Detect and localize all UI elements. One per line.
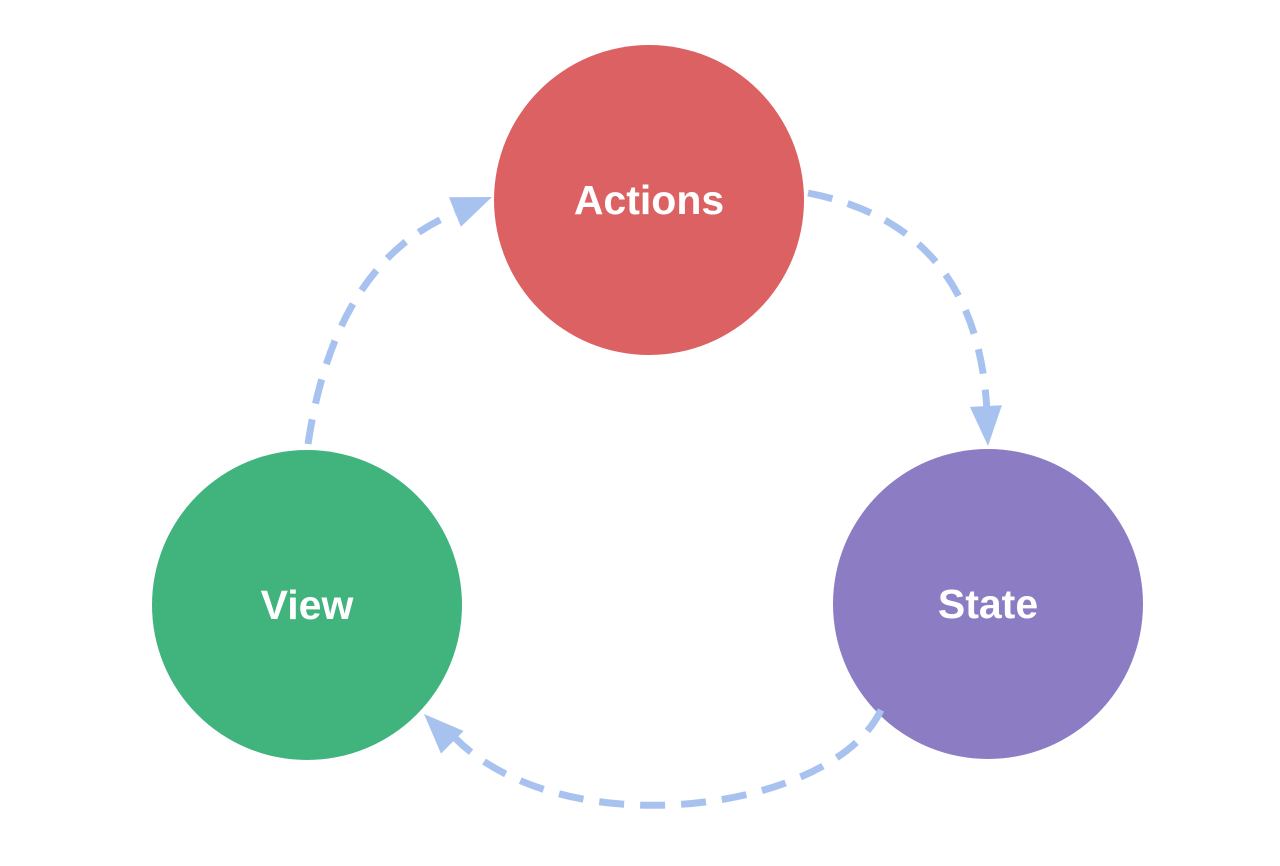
edge-view-to-actions-path [304, 209, 457, 445]
node-view: View [152, 450, 462, 760]
arrowhead-actions-to-state [969, 405, 1002, 446]
actions-circle [494, 45, 804, 355]
edge-state-to-view [424, 708, 885, 809]
state-circle [833, 449, 1143, 759]
edge-view-to-actions [304, 197, 492, 445]
arrowhead-state-to-view [424, 714, 464, 754]
arrowhead-view-to-actions [448, 197, 492, 227]
edge-actions-to-state [807, 189, 1002, 446]
node-state: State [833, 449, 1143, 759]
view-label: View [261, 582, 354, 628]
edge-state-to-view-path [452, 708, 885, 809]
view-circle [152, 450, 462, 760]
edge-actions-to-state-path [807, 189, 991, 413]
state-label: State [938, 581, 1038, 627]
actions-label: Actions [574, 177, 724, 223]
node-actions: Actions [494, 45, 804, 355]
